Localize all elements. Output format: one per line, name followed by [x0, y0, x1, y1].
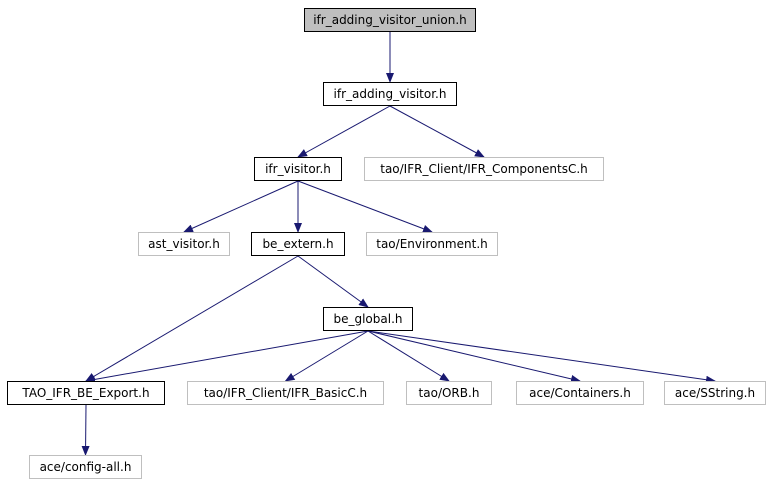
- edge-be_global-to-containers: [367, 330, 581, 383]
- node-tao-ifr-be-export[interactable]: TAO_IFR_BE_Export.h: [7, 381, 165, 405]
- node-containers: ace/Containers.h: [516, 381, 644, 405]
- edge-be_global-to-ifr_basicc: [284, 330, 369, 382]
- edge-ifr_visitor-to-environment: [297, 180, 433, 233]
- node-sstring: ace/SString.h: [664, 381, 766, 405]
- edge-be_extern-to-be_global: [297, 255, 369, 308]
- edge-be_extern-to-tao_ifr_be_export: [85, 255, 299, 382]
- node-ast-visitor: ast_visitor.h: [138, 232, 230, 256]
- node-ifr-basicc: tao/IFR_Client/IFR_BasicC.h: [187, 381, 384, 405]
- edge-be_global-to-sstring: [367, 330, 716, 384]
- node-orb: tao/ORB.h: [406, 381, 492, 405]
- edge-be_global-to-orb: [367, 330, 450, 382]
- node-environment: tao/Environment.h: [366, 232, 498, 256]
- edge-ifr_visitor-to-ast_visitor: [183, 180, 299, 233]
- edges-layer: [81, 32, 716, 456]
- node-be-global[interactable]: be_global.h: [323, 307, 413, 331]
- edge-ifr_adding_visitor-to-ifr_visitor: [297, 105, 391, 158]
- node-ifr-visitor[interactable]: ifr_visitor.h: [254, 157, 342, 181]
- node-config-all: ace/config-all.h: [29, 455, 142, 479]
- edge-ifr_adding_visitor-to-ifr_componentsc: [389, 105, 485, 158]
- node-be-extern[interactable]: be_extern.h: [251, 232, 345, 256]
- edge-be_global-to-tao_ifr_be_export: [85, 330, 369, 384]
- node-ifr-adding-visitor[interactable]: ifr_adding_visitor.h: [323, 82, 457, 106]
- node-ifr-componentsc: tao/IFR_Client/IFR_ComponentsC.h: [364, 157, 604, 181]
- edge-tao_ifr_be_export-to-config_all: [81, 404, 90, 456]
- node-ifr-adding-visitor-union[interactable]: ifr_adding_visitor_union.h: [304, 8, 476, 32]
